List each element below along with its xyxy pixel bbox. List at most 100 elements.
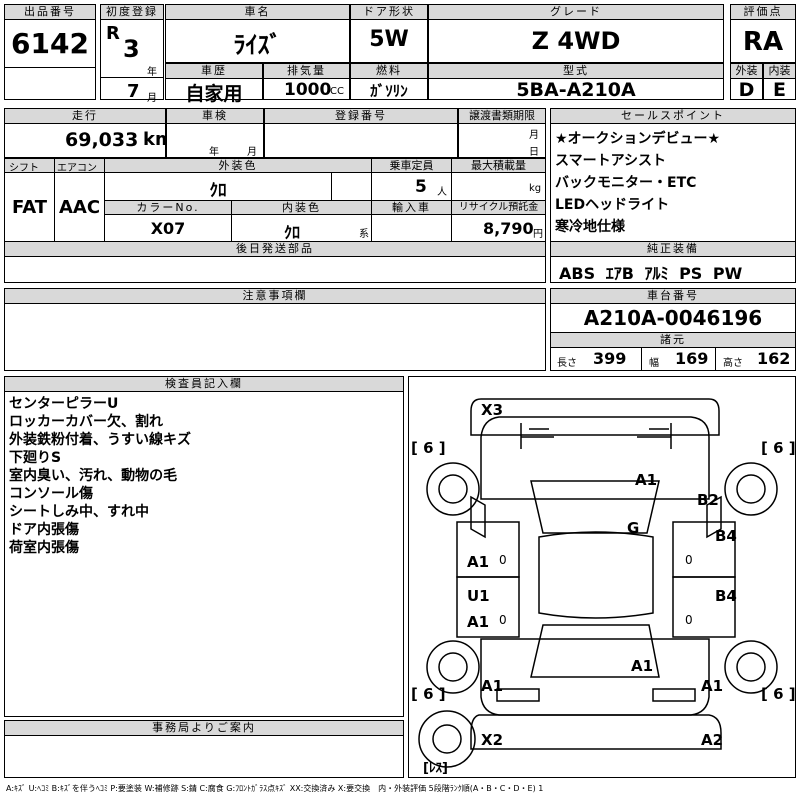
model: 5BA-A210A xyxy=(516,79,636,101)
tire-tread-front-left: [ 6 ] xyxy=(411,439,446,457)
displacement-box: 排気量 1000 CC xyxy=(263,63,350,100)
shift-label: シフト xyxy=(9,163,39,174)
damage-mark-front-door-left: A1 xyxy=(467,553,490,571)
shift: FAT xyxy=(11,197,48,218)
zero-mark: 0 xyxy=(499,553,507,567)
sales-point: バックモニター・ETC xyxy=(555,175,697,191)
model-box: 型式 5BA-A210A xyxy=(428,63,724,101)
year: 3 xyxy=(123,35,140,63)
displacement-unit: CC xyxy=(330,86,344,97)
sales-point: スマートアシスト xyxy=(555,153,667,169)
displacement: 1000 xyxy=(284,80,332,100)
history: 自家用 xyxy=(185,83,243,105)
inspection-box: 車検 年 月 xyxy=(166,108,264,158)
inspector-note: ドア内張傷 xyxy=(9,522,79,538)
first-registration-box: 初度登録 R 3 年 7 月 xyxy=(100,4,164,104)
mileage-box: 走行 69,033 km xyxy=(4,108,174,158)
score: RA xyxy=(742,27,784,57)
mileage: 69,033 xyxy=(65,129,139,151)
history-box: 車歴 自家用 xyxy=(165,63,263,105)
era: R xyxy=(106,23,120,44)
capacity-label: 乗車定員 xyxy=(389,159,434,172)
sales-point: 寒冷地仕様 xyxy=(555,219,625,235)
interior-color: ｸﾛ xyxy=(283,223,300,242)
car-name-label: 車名 xyxy=(166,5,349,20)
equipment-item: PW xyxy=(712,264,743,283)
sales-point: LEDヘッドライト xyxy=(555,197,670,213)
car-name: ﾗｲｽﾞ xyxy=(233,31,282,59)
chassis-number: A210A-0046196 xyxy=(583,306,763,330)
interior-color-unit: 系 xyxy=(359,229,369,240)
inspection-month-unit: 月 xyxy=(247,147,257,158)
tire-tread-rear-right: [ 6 ] xyxy=(761,685,796,703)
first-registration-label: 初度登録 xyxy=(101,5,163,20)
damage-mark-quarter-left: A1 xyxy=(481,677,504,695)
capacity-unit: 人 xyxy=(437,187,447,198)
office-label: 事務局よりご案内 xyxy=(5,721,403,736)
lot-number-label: 出品番号 xyxy=(5,5,95,20)
height: 162 xyxy=(757,349,791,368)
lot-number: 6142 xyxy=(11,27,89,60)
damage-mark-hood: A1 xyxy=(635,471,658,489)
registration-label: 登録番号 xyxy=(265,109,457,124)
inspector-note: 下廻りS xyxy=(9,450,62,466)
zero-mark: 0 xyxy=(499,613,507,627)
fuel: ｶﾞｿﾘﾝ xyxy=(370,82,408,100)
inspector-note: 荷室内張傷 xyxy=(9,540,79,556)
width-label: 幅 xyxy=(649,358,659,369)
zero-mark: 0 xyxy=(685,553,693,567)
sales-points-box: セールスポイント ★オークションデビュー★ スマートアシスト バックモニター・E… xyxy=(550,108,796,242)
history-label: 車歴 xyxy=(166,64,262,79)
damage-mark-rear-bumper-left: X2 xyxy=(481,731,504,749)
transfer-label: 譲渡書類期限 xyxy=(459,109,545,124)
score-box: 評価点 RA xyxy=(730,4,796,63)
car-name-box: 車名 ﾗｲｽﾞ xyxy=(165,4,350,63)
aircon-label: エアコン xyxy=(57,163,97,174)
legend: A:ｷｽﾞ U:ﾍｺﾐ B:ｷｽﾞを伴うﾍｺﾐ P:要塗装 W:補修跡 S:錆 … xyxy=(6,784,544,793)
inspector-note: シートしみ中、すれ中 xyxy=(9,504,149,520)
recycle-label: リサイクル預託金 xyxy=(458,202,539,213)
damage-mark-quarter-right: A1 xyxy=(701,677,724,695)
damage-mark-rear-glass: A1 xyxy=(631,657,654,675)
exterior-color-label: 外装色 xyxy=(218,159,258,172)
recycle: 8,790 xyxy=(483,219,534,238)
damage-mark-rear-bumper-right: A2 xyxy=(701,731,724,749)
damage-mark-windshield: G xyxy=(627,519,640,537)
door-label: ドア形状 xyxy=(351,5,427,20)
transfer-box: 譲渡書類期限 月 日 xyxy=(458,108,546,158)
car-outline-diagram xyxy=(418,398,778,768)
damage-mark-front-door-right: B4 xyxy=(715,527,737,545)
notes-label: 注意事項欄 xyxy=(5,289,545,304)
transfer-day-unit: 日 xyxy=(529,147,539,158)
damage-mark-rear-door-left: A1 xyxy=(467,613,490,631)
notes-box: 注意事項欄 xyxy=(4,288,546,371)
recycle-unit: 円 xyxy=(533,229,543,240)
later-parts-label: 後日発送部品 xyxy=(5,242,545,257)
chassis-box: 車台番号 A210A-0046196 諸元 長さ 399 幅 169 高さ 16… xyxy=(550,288,796,371)
registration-box: 登録番号 xyxy=(264,108,458,158)
spec-table: シフト FAT エアコン AAC 外装色 ｸﾛ 乗車定員 5 人 最大積載量 k… xyxy=(4,158,546,242)
inspector-box: 検査員記入欄 センターピラーU ロッカーカバー欠、割れ 外装鉄粉付着、うすい線キ… xyxy=(4,376,404,717)
door-box: ドア形状 5W xyxy=(350,4,428,63)
inspection-label: 車検 xyxy=(167,109,263,124)
damage-mark-pillar-left: U1 xyxy=(467,587,490,605)
interior-score-label: 内装 xyxy=(764,64,795,79)
inspector-label: 検査員記入欄 xyxy=(5,377,403,392)
zero-mark: 0 xyxy=(685,613,693,627)
equipment-label: 純正装備 xyxy=(551,242,795,257)
mileage-label: 走行 xyxy=(5,109,165,124)
lot-number-box: 出品番号 6142 xyxy=(4,4,96,100)
damage-mark-front-bumper: X3 xyxy=(481,401,504,419)
sales-points-label: セールスポイント xyxy=(551,109,795,124)
interior-score: E xyxy=(773,79,786,101)
interior-score-box: 内装 E xyxy=(763,63,796,101)
color-no: X07 xyxy=(150,219,186,238)
exterior-score-box: 外装 D xyxy=(730,63,763,101)
exterior-color: ｸﾛ xyxy=(209,181,227,201)
equipment-item: ｴｱB xyxy=(605,264,634,283)
month: 7 xyxy=(127,81,140,102)
length: 399 xyxy=(593,349,627,368)
aircon: AAC xyxy=(58,197,101,218)
fuel-label: 燃料 xyxy=(351,64,427,79)
damage-diagram-box: X3 [ 6 ] [ 6 ] A1 B2 G A1 B4 0 0 U1 A1 B… xyxy=(408,376,796,778)
